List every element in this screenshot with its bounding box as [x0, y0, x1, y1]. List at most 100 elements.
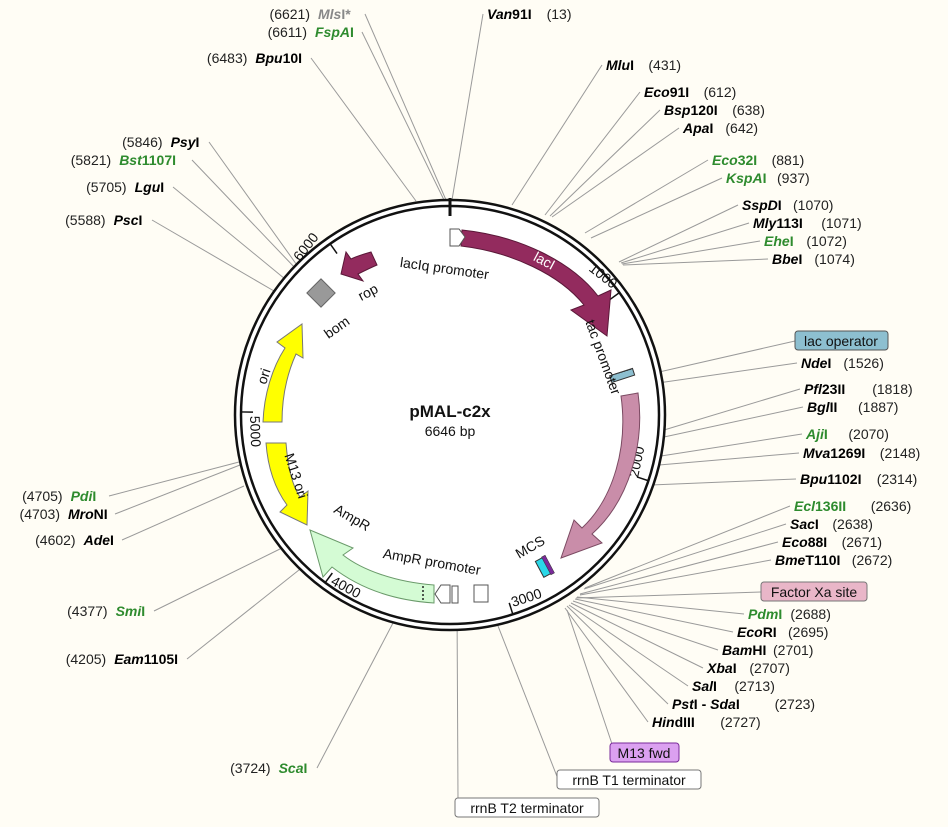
site-ndei: NdeI(1526) — [801, 355, 884, 371]
site-mlsi-: MlsI* (6621) — [270, 6, 352, 22]
site-bbei: BbeI(1074) — [772, 251, 855, 267]
site-ecori: EcoRI(2695) — [737, 624, 828, 640]
site-name: SacI — [790, 516, 819, 532]
tick-mark-4000 — [324, 572, 333, 584]
site-scai: ScaI(3724) — [230, 760, 307, 776]
site-mlui: MluI (431) — [606, 57, 681, 73]
tick-mark-1000 — [609, 292, 620, 301]
site-name: MluI — [606, 57, 634, 73]
site-bst1107i: Bst1107I(5821) — [71, 152, 176, 168]
site-position: (5846) — [122, 134, 162, 150]
tac-promoter-marker — [609, 367, 636, 384]
site-position: (431) — [648, 57, 681, 73]
rop-gene-arrow — [340, 250, 378, 282]
leader-line — [584, 159, 709, 234]
site-saci: SacI(2638) — [790, 516, 873, 532]
site-sali: SalI(2713) — [692, 678, 775, 694]
site-name: LguI — [135, 179, 165, 195]
leader-line — [549, 109, 661, 217]
leader-line — [151, 219, 275, 292]
site-position: (4703) — [20, 506, 60, 522]
site-position: (6621) — [270, 6, 310, 22]
leader-line — [583, 523, 787, 590]
site-position: (642) — [725, 120, 758, 136]
leader-line — [576, 596, 745, 615]
site-position: (937) — [777, 170, 810, 186]
plasmid-name: pMAL-c2x — [409, 402, 491, 421]
site-psyi: PsyI (5846) — [122, 134, 199, 150]
site-name: PdmI — [748, 606, 782, 622]
leader-line — [620, 222, 750, 264]
site-van91i: Van91I (13) — [487, 6, 572, 22]
site-position: (2723) — [775, 696, 815, 712]
site-smii: SmiI(4377) — [67, 603, 145, 619]
leader-line — [566, 609, 613, 745]
site-name: BbeI — [772, 251, 802, 267]
site-eco91i: Eco91I(612) — [644, 84, 736, 100]
site-position: (2671) — [842, 534, 882, 550]
mbp-gene-arrow — [560, 392, 641, 559]
site-position: (5705) — [86, 179, 126, 195]
site-name: SalI — [692, 678, 717, 694]
site-bpu10i: Bpu10I(6483) — [207, 50, 302, 66]
leader-line — [310, 57, 417, 202]
site-position: (4705) — [22, 488, 62, 504]
bom-box — [306, 278, 336, 308]
leader-line — [579, 541, 779, 595]
site-position: (1818) — [872, 381, 912, 397]
site-position: (2707) — [749, 660, 789, 676]
ori-label: ori — [254, 366, 274, 386]
site-name: Mva1269I — [803, 445, 865, 461]
site-name: ScaI — [279, 760, 308, 776]
site-name: MlsI* — [318, 6, 351, 22]
site-name: PdiI — [71, 488, 97, 504]
site-ecl136ii: Ecl136II(2636) — [794, 498, 911, 514]
site-bglii: BglII(1887) — [807, 399, 898, 415]
leader-lines — [108, 13, 804, 801]
site-name: PsyI — [171, 134, 200, 150]
laci-gene-arrow — [460, 229, 612, 337]
rrnb-t2-box — [451, 585, 459, 604]
lac-operator-label: lac operator — [794, 330, 889, 351]
site-bsp120i: Bsp120I(638) — [664, 102, 765, 118]
rrnb-t1-box — [473, 584, 489, 603]
site-name: BglII — [807, 399, 837, 415]
site-name: Bst1107I — [119, 152, 176, 168]
site-name: PscI — [114, 212, 143, 228]
leader-line — [663, 406, 804, 438]
leader-line — [544, 91, 641, 216]
site-name: Van91I — [487, 6, 532, 22]
site-eam1105i: Eam1105I(4205) — [66, 651, 178, 667]
leader-line — [488, 602, 559, 780]
site-name: Eco88I — [782, 534, 827, 550]
leader-line — [658, 452, 800, 466]
ampr-promoter-arrow — [434, 584, 451, 604]
site-position: (612) — [704, 84, 737, 100]
leader-line — [172, 186, 286, 280]
site-name: PstI - SdaI — [672, 696, 740, 712]
laciq-promoter-arrow — [449, 228, 466, 247]
leader-line — [579, 559, 772, 596]
leader-line — [121, 485, 245, 541]
leader-line — [568, 604, 689, 687]
site-ajii: AjiI(2070) — [805, 426, 889, 442]
site-name: Bsp120I — [664, 102, 718, 118]
site-pdii: PdiI (4705) — [22, 488, 96, 504]
site-position: (1070) — [793, 197, 833, 213]
site-name: XbaI — [706, 660, 737, 676]
leader-line — [622, 258, 769, 266]
site-mroni: MroNI(4703) — [20, 506, 108, 522]
leader-line — [590, 177, 723, 239]
site-name: KspAI — [726, 170, 766, 186]
leader-line — [663, 388, 801, 431]
leader-line — [114, 464, 241, 515]
leader-line — [191, 159, 298, 271]
site-name: EheI — [764, 233, 794, 249]
leader-line — [566, 605, 669, 705]
leader-line — [570, 602, 704, 669]
site-position: (2701) — [773, 642, 813, 658]
restriction-site-labels: MlsI*(6621)FspAI(6611)Bpu10I(6483)Van91I… — [20, 6, 921, 776]
site-position: (6611) — [268, 24, 307, 40]
site-position: (13) — [547, 6, 572, 22]
